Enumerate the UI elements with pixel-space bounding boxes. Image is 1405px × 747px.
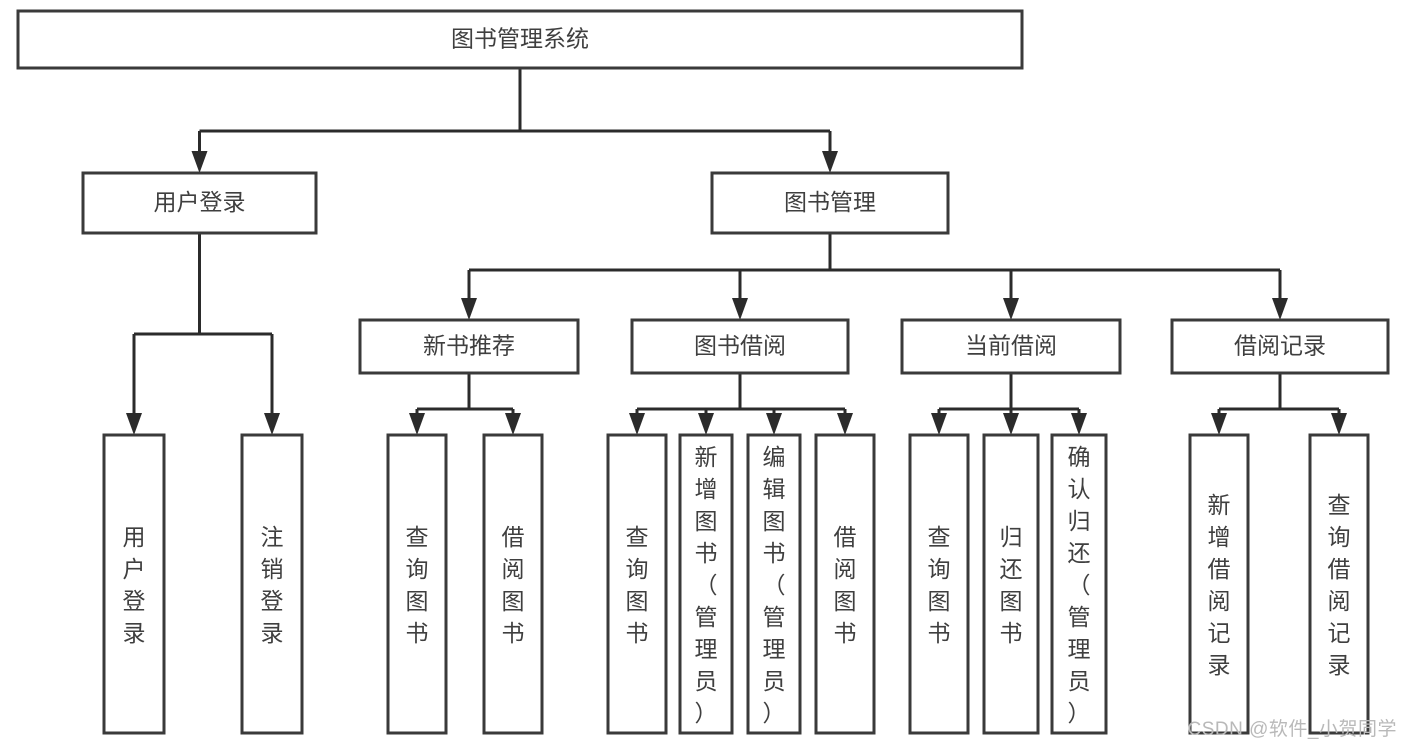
watermark-text: CSDN @软件_小贺同学: [1187, 719, 1397, 740]
node-label: 借阅图书: [502, 524, 525, 646]
node-leaf-borrow-book-2[interactable]: 借阅图书: [814, 433, 876, 735]
node-new-book-recommend[interactable]: 新书推荐: [358, 318, 580, 375]
node-label: 图书管理: [784, 189, 876, 215]
node-label: 查询图书: [626, 524, 649, 646]
node-leaf-confirm-return[interactable]: 确认归还（管理员）: [1050, 433, 1108, 735]
node-label: 图书管理系统: [451, 26, 589, 52]
node-user-login[interactable]: 用户登录: [81, 171, 318, 235]
node-label: 新增借阅记录: [1208, 492, 1231, 678]
connectors-layer: [126, 68, 1347, 435]
node-book-manage[interactable]: 图书管理: [710, 171, 950, 235]
node-leaf-query-book-3[interactable]: 查询图书: [908, 433, 970, 735]
node-label: 新书推荐: [423, 333, 515, 359]
node-label: 用户登录: [154, 189, 246, 215]
node-borrow-record[interactable]: 借阅记录: [1170, 318, 1390, 375]
node-current-borrow[interactable]: 当前借阅: [900, 318, 1122, 375]
nodes-layer: 图书管理系统用户登录图书管理新书推荐图书借阅当前借阅借阅记录用户登录注销登录查询…: [16, 9, 1390, 735]
node-label: 图书借阅: [694, 333, 786, 359]
node-label: 用户登录: [123, 524, 146, 646]
node-label: 新增图书（管理员）: [695, 444, 718, 726]
node-leaf-query-record[interactable]: 查询借阅记录: [1308, 433, 1370, 735]
node-label: 查询图书: [928, 524, 951, 646]
node-book-borrow[interactable]: 图书借阅: [630, 318, 850, 375]
node-label: 查询图书: [406, 524, 429, 646]
node-leaf-add-record[interactable]: 新增借阅记录: [1188, 433, 1250, 735]
node-leaf-add-book[interactable]: 新增图书（管理员）: [678, 433, 734, 735]
node-leaf-borrow-book-1[interactable]: 借阅图书: [482, 433, 544, 735]
node-leaf-query-book-2[interactable]: 查询图书: [606, 433, 668, 735]
node-label: 借阅记录: [1234, 333, 1326, 359]
node-label: 编辑图书（管理员）: [763, 444, 786, 726]
node-leaf-return-book[interactable]: 归还图书: [982, 433, 1040, 735]
node-label: 查询借阅记录: [1328, 492, 1351, 678]
node-label: 归还图书: [1000, 524, 1023, 646]
node-leaf-edit-book[interactable]: 编辑图书（管理员）: [746, 433, 802, 735]
node-leaf-query-book-1[interactable]: 查询图书: [386, 433, 448, 735]
node-label: 借阅图书: [834, 524, 857, 646]
node-root[interactable]: 图书管理系统: [16, 9, 1024, 70]
node-label: 当前借阅: [965, 333, 1057, 359]
node-label: 注销登录: [261, 524, 284, 646]
node-label: 确认归还（管理员）: [1068, 444, 1091, 726]
node-leaf-user-login[interactable]: 用户登录: [102, 433, 166, 735]
node-leaf-user-logout[interactable]: 注销登录: [240, 433, 304, 735]
